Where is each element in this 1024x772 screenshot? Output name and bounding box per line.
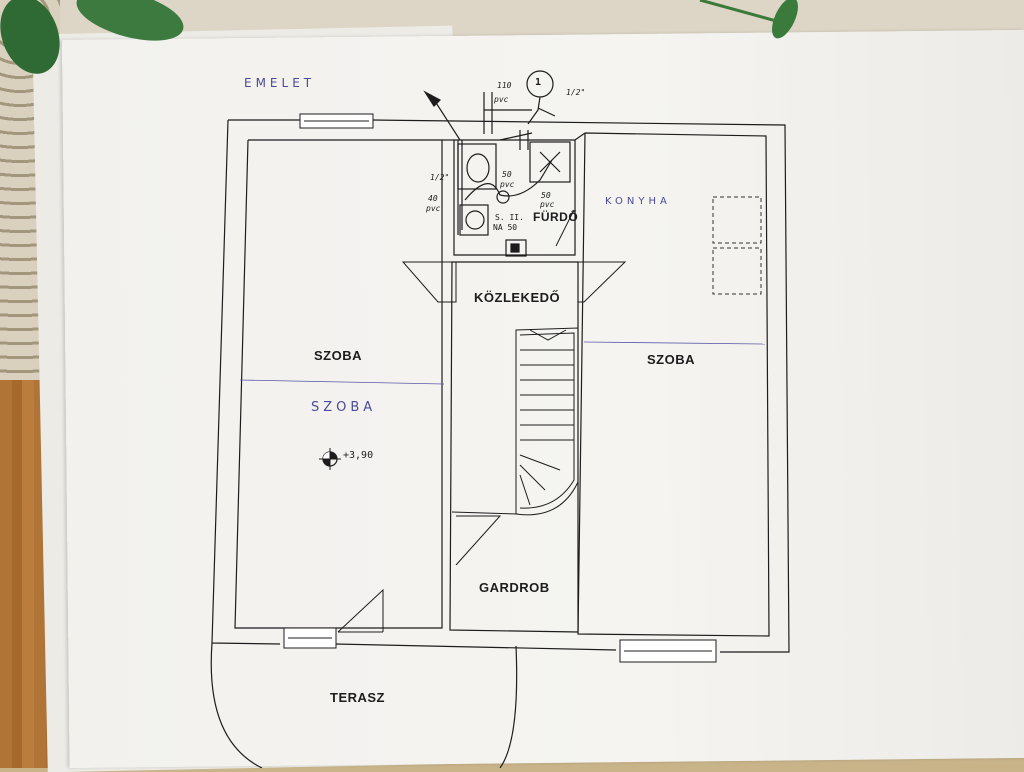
room-label-left-handwritten: SZOBA — [311, 400, 377, 415]
pipe-50-a: 50 — [502, 170, 512, 179]
pipe-40: 40 — [428, 194, 438, 203]
bathroom-label: FÜRDŐ — [533, 210, 579, 224]
terrace-label: TERASZ — [330, 690, 385, 705]
doors — [337, 511, 519, 633]
pipe-half-inch-left: 1/2" — [430, 173, 450, 182]
pvc-b: pvc — [500, 180, 515, 189]
kitchen-cabinets — [712, 196, 762, 295]
plumbing-circle-number: 1 — [535, 77, 542, 88]
pvc-a: pvc — [494, 95, 509, 104]
pipe-half-inch-top: 1/2" — [566, 88, 586, 97]
room-label-left: SZOBA — [314, 348, 362, 363]
room-label-right: SZOBA — [647, 352, 695, 367]
floor-label: EMELET — [244, 76, 316, 90]
wardrobe-label: GARDROB — [479, 580, 550, 595]
pipe-50-b: 50 — [541, 191, 551, 200]
hall-trapezoids — [401, 261, 627, 303]
pipe-110: 110 — [497, 81, 512, 90]
pen-lines — [239, 341, 766, 385]
staircase — [515, 327, 579, 516]
windows — [283, 113, 717, 663]
plant-leaves-decor — [0, 0, 798, 74]
pvc-c: pvc — [540, 200, 555, 209]
fixture-code-2: NA 50 — [493, 223, 518, 232]
bathroom-fixtures — [423, 70, 575, 257]
fixture-code-1: S. II. — [495, 213, 524, 222]
level-marker-symbol — [319, 448, 341, 470]
kitchen-label: KONYHA — [605, 196, 671, 207]
hallway-label: KÖZLEKEDŐ — [474, 290, 561, 305]
pvc-d: pvc — [426, 204, 441, 213]
terrace-outline — [210, 642, 518, 768]
level-mark: +3,90 — [343, 450, 374, 461]
exterior-walls — [211, 119, 790, 653]
